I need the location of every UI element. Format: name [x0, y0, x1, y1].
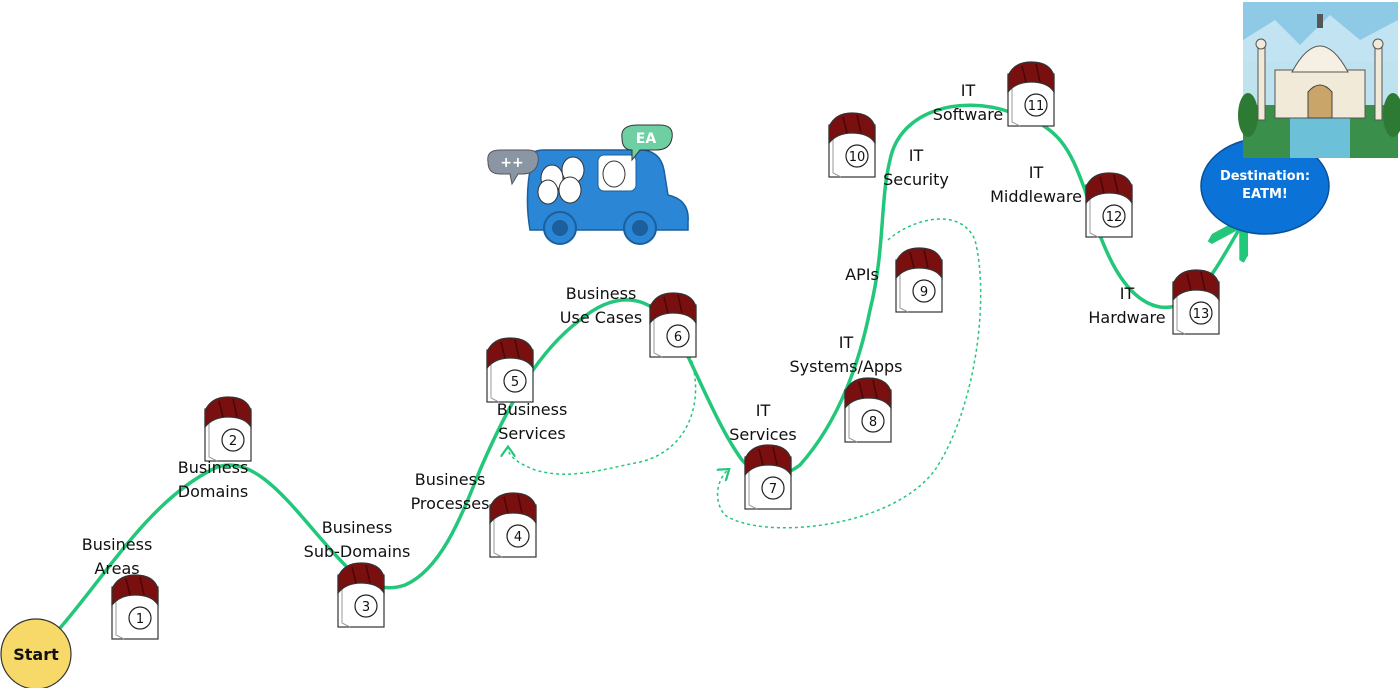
milestone-number: 3 [362, 600, 370, 615]
calendar-icon [1085, 172, 1133, 238]
milestone-number: 1 [136, 612, 144, 627]
calendar-icon [828, 112, 876, 178]
calendar-icon [486, 337, 534, 403]
milestone-number: 9 [920, 285, 928, 300]
car-illustration: ++ EA [487, 124, 689, 245]
milestone-label: Areas [94, 559, 139, 578]
loop-back-path-10-7 [718, 218, 982, 529]
milestone-number: 8 [869, 415, 877, 430]
calendar-icon [844, 377, 892, 443]
milestone-number: 12 [1106, 210, 1123, 225]
milestone-label: IT [961, 81, 976, 100]
destination-node: Destination: EATM! [1200, 137, 1330, 235]
taj-mahal-image [1238, 2, 1400, 158]
milestone-label: Processes [411, 494, 490, 513]
calendar-icon [1172, 269, 1220, 335]
passenger-faces [537, 156, 626, 205]
speech-bubble-right: EA [621, 124, 673, 162]
milestone-11: 11 IT Software [933, 61, 1055, 127]
milestone-label: Sub-Domains [304, 542, 411, 561]
calendar-icon [111, 574, 159, 640]
milestone-label: Hardware [1088, 308, 1165, 327]
milestone-label: Business [566, 284, 637, 303]
milestones-group: 1BusinessAreas2BusinessDomains3BusinessS… [82, 61, 1220, 640]
milestone-13: 13 IT Hardware [1088, 269, 1220, 335]
calendar-icon [649, 292, 697, 358]
milestone-7: 7 IT Services [729, 401, 797, 510]
milestone-label: Business [497, 400, 568, 419]
milestone-label: Software [933, 105, 1004, 124]
milestone-label: IT [756, 401, 771, 420]
calendar-icon [744, 444, 792, 510]
start-node: Start [0, 618, 72, 688]
milestone-12: 12 IT Middleware [990, 163, 1133, 238]
calendar-icon [895, 247, 943, 313]
milestone-label: IT [1029, 163, 1044, 182]
destination-line1: Destination: [1220, 169, 1310, 184]
calendar-icon [204, 396, 252, 462]
milestone-label: Use Cases [560, 308, 642, 327]
milestone-number: 10 [849, 150, 866, 165]
main-path [58, 103, 1240, 630]
calendar-icon [489, 492, 537, 558]
milestone-label: IT [1120, 284, 1135, 303]
speech-bubble-right-text: EA [636, 131, 657, 147]
milestone-number: 11 [1028, 99, 1045, 114]
milestone-label: Domains [178, 482, 248, 501]
milestone-number: 2 [229, 434, 237, 449]
milestone-8: 8 IT Systems/Apps [790, 333, 903, 443]
milestone-10: 10 IT Security [828, 112, 949, 189]
milestone-9: 9 APIs [845, 247, 943, 313]
milestone-label: Business [178, 458, 249, 477]
speech-bubble-left-text: ++ [500, 155, 523, 171]
milestone-label: APIs [845, 265, 879, 284]
milestone-label: IT [909, 146, 924, 165]
milestone-label: Systems/Apps [790, 357, 903, 376]
start-label: Start [13, 645, 59, 664]
milestone-number: 6 [674, 330, 682, 345]
calendar-icon [1007, 61, 1055, 127]
milestone-label: Business [415, 470, 486, 489]
milestone-label: IT [839, 333, 854, 352]
milestone-label: Services [498, 424, 565, 443]
milestone-label: Business [82, 535, 153, 554]
loop-back-path-6-5 [508, 354, 697, 475]
milestone-label: Services [729, 425, 796, 444]
milestone-number: 5 [511, 375, 519, 390]
destination-line2: EATM! [1242, 187, 1288, 202]
milestone-number: 7 [769, 482, 777, 497]
calendar-icon [337, 562, 385, 628]
speech-bubble-left: ++ [487, 149, 539, 186]
milestone-label: Middleware [990, 187, 1082, 206]
milestone-number: 4 [514, 530, 522, 545]
milestone-label: Business [322, 518, 393, 537]
milestone-label: Security [883, 170, 949, 189]
milestone-number: 13 [1193, 307, 1210, 322]
